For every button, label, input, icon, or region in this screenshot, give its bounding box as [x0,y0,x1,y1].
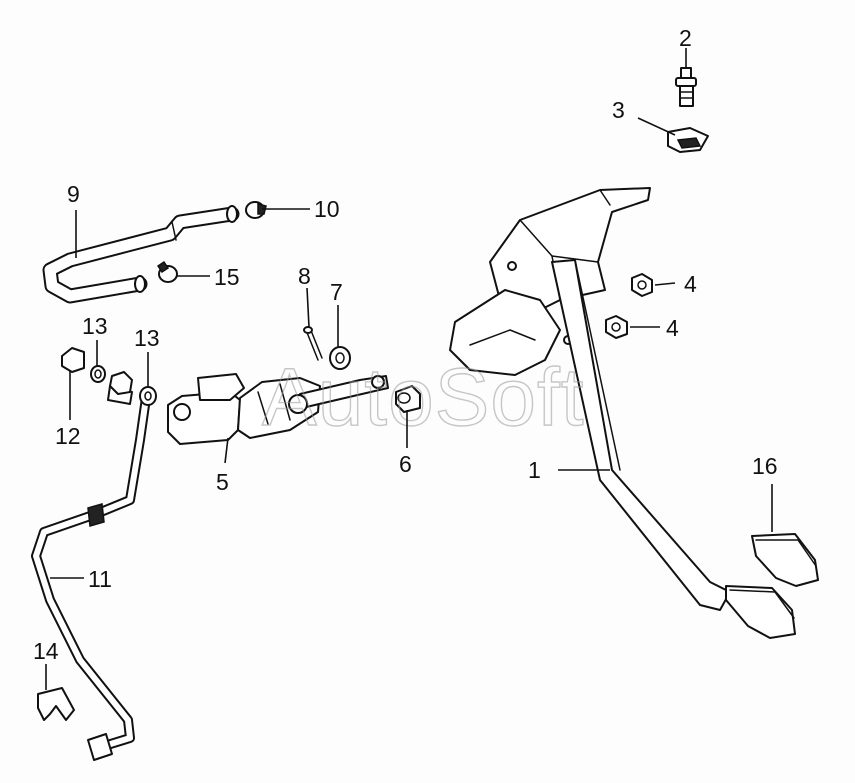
callout-4-lower: 4 [666,315,679,341]
callout-4-upper: 4 [684,271,697,297]
split-pin [303,326,323,361]
callout-15: 15 [214,264,240,290]
callout-6: 6 [399,451,412,477]
callout-16: 16 [752,453,778,479]
watermark-text: AutoSoft [262,352,585,443]
callout-1: 1 [528,457,541,483]
pipe-bracket-clip [37,687,75,721]
leader-lines [45,48,773,690]
callout-13-right: 13 [134,325,160,351]
retaining-clip [667,127,709,153]
cap [61,347,85,373]
hose-clamp-upper [245,201,267,219]
callout-11: 11 [88,566,112,592]
fitting-nut [109,371,133,395]
bolt [675,67,697,107]
washer [329,346,351,370]
callout-10: 10 [314,196,340,222]
callout-5: 5 [216,469,229,495]
nut-upper [631,273,653,297]
hose-clamp-lower [156,260,178,283]
callout-12: 12 [55,423,81,449]
nut-lower [605,315,628,339]
fitting-right [139,386,157,406]
pedal-pad-cover [751,533,819,587]
callout-7: 7 [330,279,343,305]
callout-8: 8 [298,263,311,289]
callout-14: 14 [33,638,59,664]
master-cylinder [167,373,389,445]
callout-labels: 2 3 4 4 1 16 5 6 7 8 9 10 15 11 12 13 13… [33,25,778,664]
callout-9: 9 [67,181,80,207]
callout-13-left: 13 [82,313,108,339]
callout-2: 2 [679,25,692,51]
hose [42,205,240,304]
callout-3: 3 [612,97,625,123]
pipe [31,385,151,761]
bushing [395,385,421,413]
fitting-left [90,365,106,383]
pedal-assembly [449,187,796,639]
